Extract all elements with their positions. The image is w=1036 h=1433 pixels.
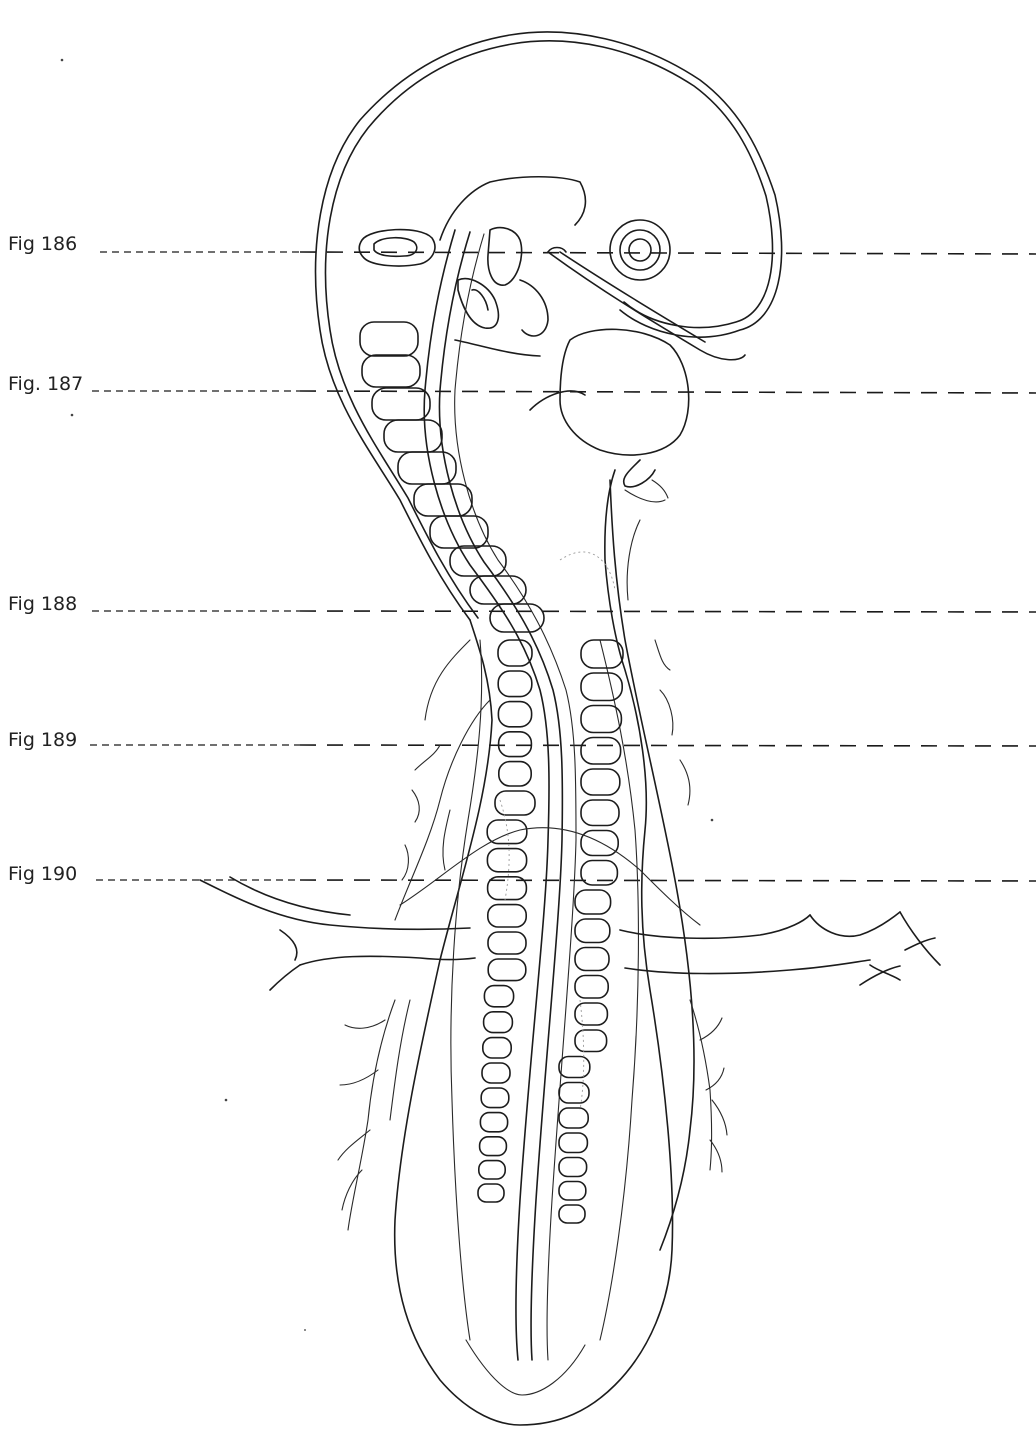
section-line-188	[300, 611, 1036, 612]
label-fig-188: Fig 188	[8, 593, 77, 615]
embryo-outline	[316, 32, 782, 1425]
eye-outer	[610, 220, 670, 280]
somite-right	[559, 1133, 587, 1153]
somite-left	[488, 932, 526, 954]
vessels	[200, 828, 940, 990]
somite-left	[482, 1063, 510, 1083]
somite-right	[575, 919, 610, 943]
somite-left	[498, 640, 532, 666]
somite-upper	[384, 420, 442, 452]
somite-right	[581, 861, 617, 886]
somite-left	[499, 732, 532, 757]
section-line-186	[300, 252, 1036, 254]
label-fig-189: Fig 189	[8, 729, 77, 751]
somite-right	[559, 1108, 588, 1128]
somite-right	[559, 1205, 585, 1223]
somite-upper	[398, 452, 456, 484]
somite-right	[559, 1182, 586, 1201]
stray-marks	[61, 59, 714, 1331]
label-fig-190: Fig 190	[8, 863, 77, 885]
somite-left	[498, 702, 531, 727]
somite-left	[484, 986, 513, 1007]
branches-left	[338, 640, 490, 1230]
section-line-187	[300, 391, 1036, 393]
somite-left	[484, 1012, 513, 1033]
somite-left	[498, 671, 532, 697]
somite-right	[575, 948, 609, 971]
somite-left	[495, 791, 535, 815]
somite-left	[479, 1161, 505, 1179]
somite-left	[499, 762, 531, 786]
somite-left	[488, 959, 526, 981]
somite-right	[581, 673, 622, 701]
somite-right	[575, 1003, 607, 1025]
somite-right	[575, 1030, 607, 1052]
label-fig-187: Fig. 187	[8, 373, 83, 395]
somite-right	[581, 706, 621, 733]
somite-upper	[362, 355, 420, 387]
somite-right	[559, 1083, 589, 1104]
somite-right	[581, 800, 619, 826]
somite-left	[488, 905, 526, 927]
somite-left	[483, 1038, 511, 1058]
somite-right	[559, 1057, 590, 1078]
somites-right	[559, 640, 623, 1223]
somite-upper	[430, 516, 488, 548]
somite-left	[480, 1137, 507, 1156]
somite-right	[559, 1158, 587, 1177]
somite-left	[487, 849, 526, 872]
somite-left	[487, 820, 527, 844]
branches-right	[625, 480, 727, 1172]
somite-right	[581, 738, 621, 765]
somite-upper	[490, 604, 544, 632]
section-labels: Fig 186 Fig. 187 Fig 188 Fig 189 Fig 190	[8, 233, 83, 885]
somite-right	[581, 831, 618, 856]
somite-left	[480, 1113, 507, 1132]
somite-upper	[360, 322, 418, 356]
label-fig-186: Fig 186	[8, 233, 77, 255]
somite-upper	[372, 388, 430, 420]
somite-right	[575, 890, 611, 914]
somite-right	[581, 769, 620, 795]
somite-upper	[450, 546, 506, 576]
somite-left	[481, 1088, 509, 1108]
somite-left	[478, 1184, 504, 1202]
somite-right	[575, 976, 608, 999]
section-line-189	[300, 745, 1036, 746]
somite-right	[581, 640, 623, 668]
